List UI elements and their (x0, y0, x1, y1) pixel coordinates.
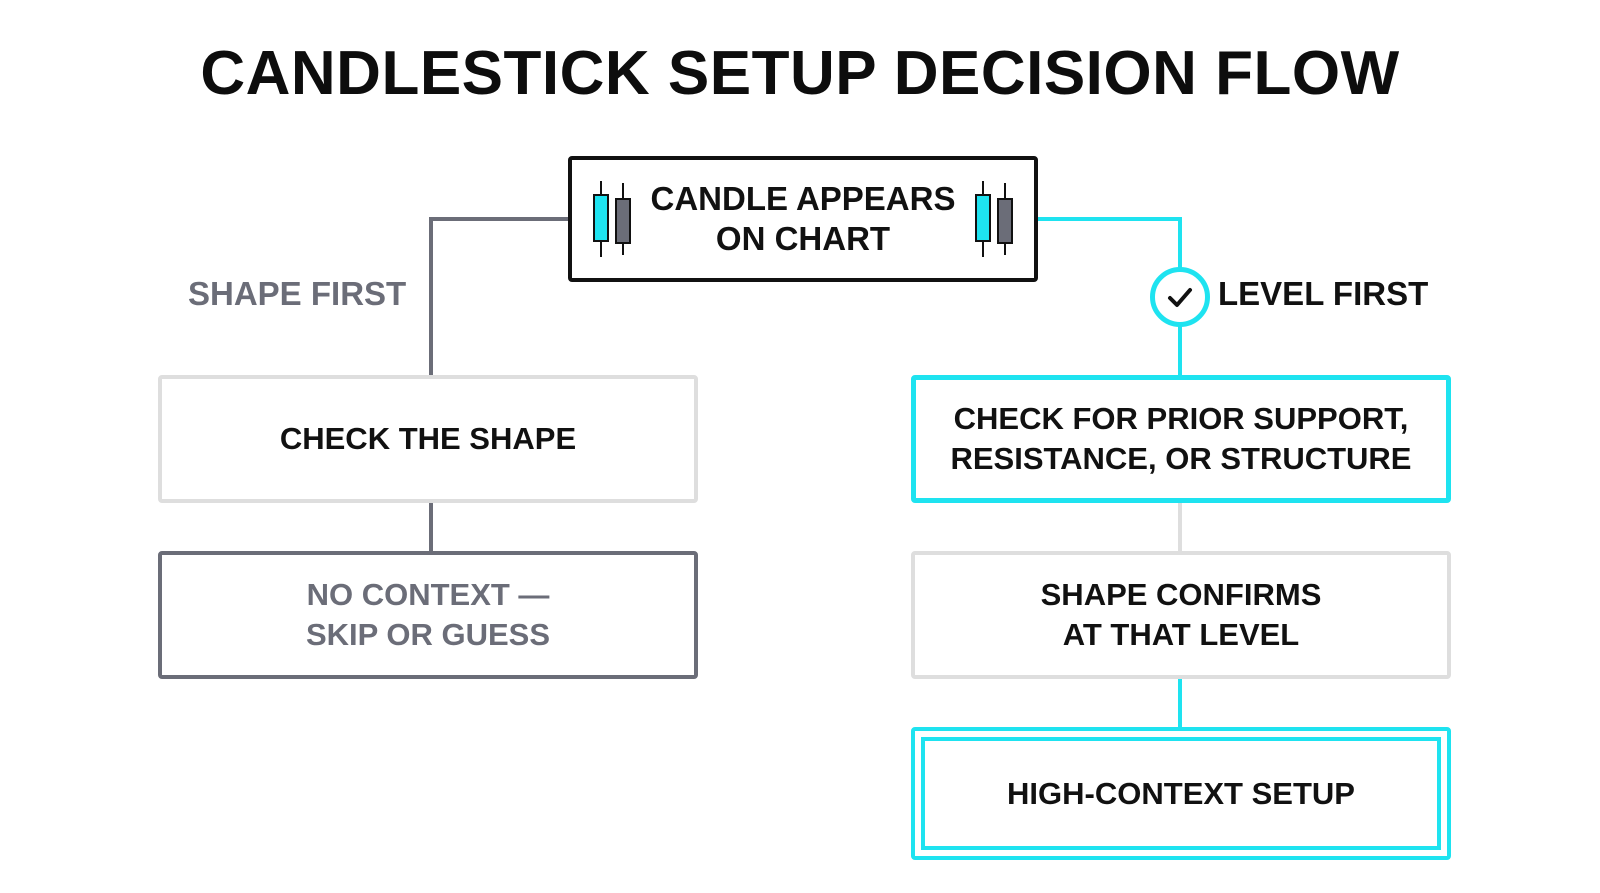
prior-level-label-line1: CHECK FOR PRIOR SUPPORT, (953, 401, 1409, 436)
check-shape-label: CHECK THE SHAPE (279, 421, 577, 456)
start-label-line1: CANDLE APPEARS (650, 180, 956, 217)
candlestick-icon (975, 181, 1014, 257)
no-context-label-line2: SKIP OR GUESS (305, 617, 551, 652)
prior-level-label-line2: RESISTANCE, OR STRUCTURE (950, 441, 1412, 476)
start-node: CANDLE APPEARS ON CHART (568, 156, 1038, 282)
high-context-node: HIGH-CONTEXT SETUP (911, 727, 1451, 860)
shape-confirms-node: SHAPE CONFIRMS AT THAT LEVEL (911, 551, 1451, 679)
connector-start-to-shape (429, 217, 568, 375)
prior-level-node: CHECK FOR PRIOR SUPPORT, RESISTANCE, OR … (911, 375, 1451, 503)
shape-confirms-label-line1: SHAPE CONFIRMS (1040, 577, 1322, 612)
level-first-label: LEVEL FIRST (1218, 275, 1429, 312)
no-context-node: NO CONTEXT — SKIP OR GUESS (158, 551, 698, 679)
checkmark-icon (1150, 267, 1210, 327)
check-shape-node: CHECK THE SHAPE (158, 375, 698, 503)
page-title: CANDLESTICK SETUP DECISION FLOW (200, 39, 1400, 108)
start-label-line2: ON CHART (715, 220, 891, 257)
high-context-label: HIGH-CONTEXT SETUP (1007, 775, 1355, 811)
candlestick-icon (592, 181, 631, 257)
shape-first-label: SHAPE FIRST (188, 275, 407, 312)
high-context-inner-border (921, 737, 1441, 850)
shape-confirms-label-line2: AT THAT LEVEL (1062, 617, 1300, 652)
no-context-label-line1: NO CONTEXT — (306, 577, 550, 612)
